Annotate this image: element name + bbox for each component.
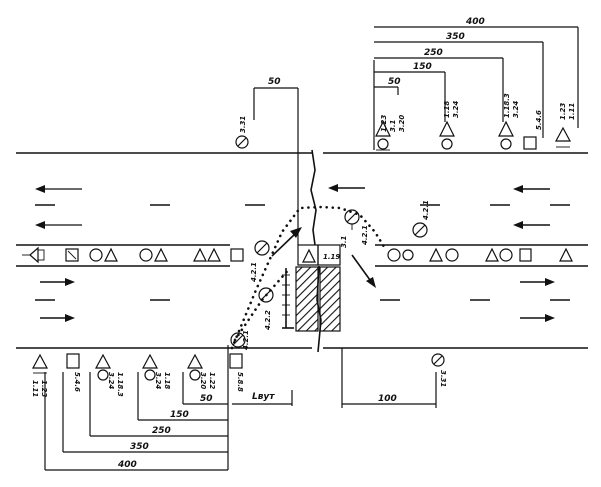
median-code-5: 1.19	[323, 253, 340, 261]
median-sign-7	[387, 248, 414, 262]
bottom-sign-4	[141, 353, 159, 381]
arrow-diversion-ne	[271, 227, 302, 257]
bottom-code-6: 5.8.8	[236, 372, 244, 392]
bottom-sign-5	[186, 353, 204, 381]
marker-left-3	[230, 332, 246, 348]
top-code-5b: 1.11	[568, 103, 576, 120]
top-sign-2	[439, 120, 455, 150]
dotted-taper-lines	[230, 205, 388, 350]
dim-bottom-lvyt: Lвут	[252, 392, 275, 402]
bottom-sign-1	[31, 353, 49, 374]
median-sign-5	[193, 247, 221, 262]
dim-top-150: 150	[413, 62, 432, 72]
marker-upper-right-2	[412, 222, 428, 238]
top-code-4: 5.4.6	[535, 110, 543, 130]
top-sign-4	[523, 136, 537, 150]
work-zone	[282, 266, 341, 332]
median-code-4: 4.2.1	[242, 330, 250, 350]
dim-bottom-100: 100	[378, 394, 397, 404]
dim-bottom-150: 150	[170, 410, 189, 420]
arrow-right-1	[40, 278, 75, 286]
arrow-left-5	[513, 221, 550, 229]
top-code-3a: 1.18.3	[503, 93, 511, 118]
arrow-right-4	[520, 314, 555, 322]
bottom-code-4a: 1.18	[163, 372, 171, 389]
arrow-diversion-se	[351, 254, 376, 288]
dim-top-350: 350	[446, 32, 465, 42]
top-code-1b: 3.1	[389, 119, 397, 132]
median-strip	[16, 244, 588, 267]
dim-bottom-50: 50	[200, 394, 213, 404]
median-code-2: 4.2.1	[250, 262, 258, 282]
top-code-2b: 3.24	[452, 101, 460, 118]
bottom-code-4b: 3.24	[154, 372, 162, 389]
bottom-sign-6	[229, 353, 243, 369]
bottom-code-3a: 1.18.3	[116, 372, 124, 397]
dim-bottom-400: 400	[117, 460, 137, 470]
dim-top-50b: 50	[268, 77, 281, 87]
top-code-1a: 1.23	[380, 115, 388, 132]
median-sign-10	[519, 248, 532, 262]
arrow-left-3	[328, 184, 365, 192]
bottom-sign-2	[66, 353, 80, 369]
marker-left-2	[258, 287, 274, 303]
top-sign-5	[554, 126, 572, 148]
arrow-left-4	[513, 185, 550, 193]
median-sign-12	[302, 248, 316, 263]
marker-left-1	[254, 240, 270, 256]
lane-markings	[35, 204, 570, 301]
bottom-code-2: 5.4.6	[73, 372, 81, 392]
top-dimensions: 400 350 250 150 50 50	[253, 17, 579, 245]
bottom-code-3b: 3.24	[107, 372, 115, 389]
top-sign-codes: 1.23 3.1 3.20 1.18 3.24 1.18.3 3.24 5.4.…	[239, 93, 576, 133]
dim-top-250: 250	[424, 48, 443, 58]
round-markers	[230, 209, 428, 348]
median-code-6: 3.1	[340, 235, 348, 248]
median-sign-3	[89, 247, 118, 262]
bottom-signs	[31, 353, 445, 381]
top-sign-1	[375, 120, 391, 151]
top-code-1c: 3.20	[398, 115, 406, 132]
median-sign-8	[429, 247, 459, 262]
dim-bottom-350: 350	[130, 442, 149, 452]
dim-bottom-250: 250	[152, 426, 171, 436]
top-code-5a: 1.23	[559, 103, 567, 120]
median-sign-2	[65, 248, 79, 262]
median-code-3: 4.2.2	[264, 310, 272, 330]
bottom-sign-7	[431, 353, 445, 367]
bottom-sign-codes: 1.23 1.11 5.4.6 1.18.3 3.24 1.18 3.24 1.…	[31, 370, 447, 397]
median-sign-1	[22, 246, 45, 264]
median-sign-4	[139, 247, 168, 262]
top-code-3b: 3.24	[512, 101, 520, 118]
median-sign-codes: 4.2.1 4.2.1 4.2.2 4.2.1 1.19 3.1 4.2.1	[242, 200, 430, 350]
bottom-sign-3	[94, 353, 112, 381]
median-sign-6	[230, 248, 244, 262]
arrow-right-2	[40, 314, 75, 322]
bottom-code-5a: 1.22	[208, 372, 216, 389]
bottom-dimensions: 50 150 250 350 400 100 Lвут	[44, 345, 437, 471]
dim-top-400: 400	[465, 17, 485, 27]
top-signs	[235, 120, 572, 151]
bottom-code-1a: 1.23	[40, 380, 48, 397]
arrow-left-2	[35, 221, 82, 229]
top-code-2a: 1.18	[443, 101, 451, 118]
arrow-right-3	[520, 278, 555, 286]
traffic-arrows	[35, 184, 555, 322]
median-sign-11	[559, 247, 573, 262]
top-sign-3	[498, 120, 514, 150]
arrow-left-1	[35, 185, 82, 193]
median-signs	[22, 246, 573, 264]
bottom-code-5b: 3.20	[199, 372, 207, 389]
marker-upper-right	[344, 209, 360, 230]
median-code-1: 4.2.1	[422, 200, 430, 220]
dim-top-50: 50	[388, 77, 401, 87]
top-sign-6	[235, 135, 249, 149]
bottom-code-7: 3.31	[439, 370, 447, 387]
median-sign-9	[485, 247, 513, 262]
top-code-6: 3.31	[239, 116, 247, 133]
median-code-7: 4.2.1	[361, 225, 369, 245]
bottom-code-1b: 1.11	[31, 380, 39, 397]
